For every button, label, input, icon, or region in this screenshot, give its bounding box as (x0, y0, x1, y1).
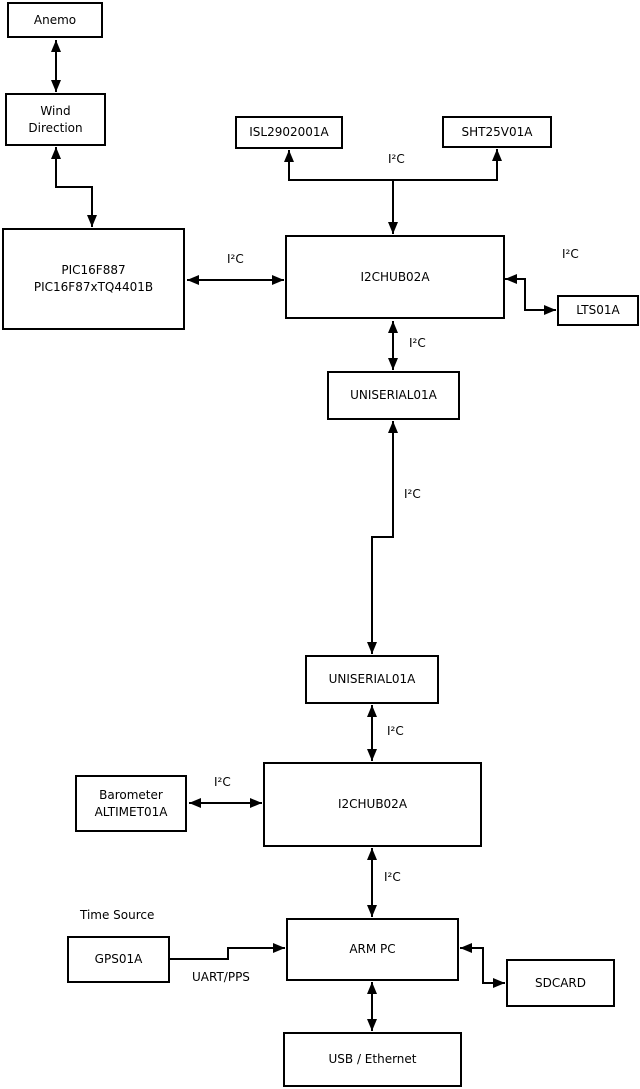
node-wind-direction-label: Wind Direction (28, 103, 83, 135)
node-wind-direction: Wind Direction (5, 93, 106, 146)
connector-wind-pic (51, 147, 97, 227)
edge-label-i2c-lts: I²C (562, 247, 579, 261)
node-uniserial01a-top-label: UNISERIAL01A (350, 388, 437, 403)
edge-label-i2c-uniserial-hub2: I²C (387, 724, 404, 738)
node-sdcard-label: SDCARD (534, 975, 587, 990)
node-anemo: Anemo (7, 2, 103, 38)
connector-hub1-isl-sht (284, 149, 502, 234)
node-arm-pc-label: ARM PC (349, 942, 396, 957)
connector-gps-armpc (170, 943, 285, 960)
node-pic16f887: PIC16F887 PIC16F87xTQ4401B (2, 228, 185, 330)
node-uniserial01a-top: UNISERIAL01A (327, 371, 460, 420)
edge-label-i2c-pic-hub: I²C (227, 252, 244, 266)
node-sht25v01a: SHT25V01A (442, 116, 552, 148)
node-uniserial01a-bottom: UNISERIAL01A (305, 655, 439, 704)
node-gps01a-label: GPS01A (94, 952, 143, 967)
node-usb-ethernet-label: USB / Ethernet (328, 1052, 417, 1067)
node-barometer-altimet01a-label: Barometer ALTIMET01A (94, 787, 168, 819)
node-i2chub02a-bottom-label: I2CHUB02A (337, 797, 408, 812)
edge-label-uart-pps: UART/PPS (192, 970, 250, 984)
node-isl2902001a-label: ISL2902001A (249, 125, 329, 140)
node-lts01a: LTS01A (557, 295, 639, 326)
node-i2chub02a-top-label: I2CHUB02A (360, 269, 430, 284)
node-pic16f887-label: PIC16F887 PIC16F87xTQ4401B (33, 263, 154, 294)
node-anemo-label: Anemo (33, 12, 77, 27)
node-gps01a: GPS01A (67, 936, 170, 983)
node-arm-pc: ARM PC (286, 918, 459, 981)
node-lts01a-label: LTS01A (576, 303, 620, 318)
node-barometer-altimet01a: Barometer ALTIMET01A (75, 775, 187, 832)
connector-hub1-lts (505, 274, 556, 315)
connector-uniserial-top-bottom (367, 421, 398, 654)
node-usb-ethernet: USB / Ethernet (283, 1032, 462, 1087)
connector-armpc-sdcard (460, 943, 505, 988)
edge-label-i2c-sensors: I²C (388, 152, 405, 166)
edge-label-i2c-hub2-arm: I²C (384, 870, 401, 884)
node-sdcard: SDCARD (506, 959, 615, 1007)
edge-label-i2c-barometer: I²C (214, 775, 231, 789)
edge-label-i2c-uniserial-link: I²C (404, 487, 421, 501)
node-isl2902001a: ISL2902001A (235, 116, 343, 149)
node-uniserial01a-bottom-label: UNISERIAL01A (328, 672, 416, 687)
node-i2chub02a-top: I2CHUB02A (285, 235, 505, 319)
node-i2chub02a-bottom: I2CHUB02A (263, 762, 482, 847)
time-source-label: Time Source (80, 908, 155, 922)
node-sht25v01a-label: SHT25V01A (461, 124, 533, 139)
edge-label-i2c-hub1-uniserial: I²C (409, 336, 426, 350)
